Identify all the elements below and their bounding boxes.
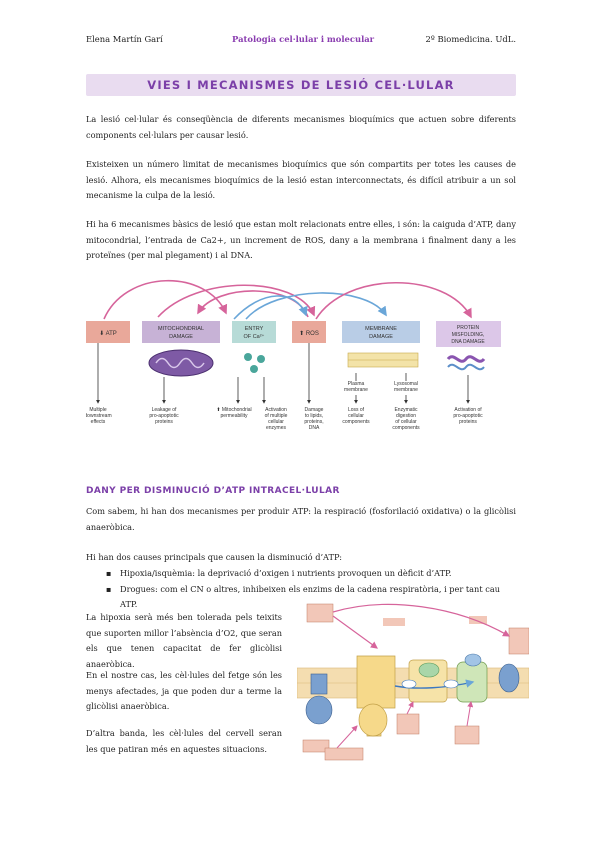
complex-1 <box>356 655 396 737</box>
svg-text:proteins,: proteins, <box>304 419 323 425</box>
paragraph-mechanisms: Existeixen un número limitat de mecanism… <box>86 159 516 201</box>
svg-text:membrane: membrane <box>394 387 418 393</box>
svg-text:components: components <box>342 419 370 425</box>
section-heading: DANY PER DISMINUCIÓ D’ATP INTRACEL·LULAR <box>86 486 340 496</box>
svg-text:MEMBRANE: MEMBRANE <box>365 326 397 332</box>
author-name: Elena Martín Garí <box>86 34 163 44</box>
svg-text:⬆ ROS: ⬆ ROS <box>299 330 319 337</box>
label-box <box>396 713 420 735</box>
label-box <box>306 603 334 623</box>
outcome-label: Multiple <box>89 407 106 413</box>
paragraph-brain: D’altra banda, les cèl·lules del cervell… <box>86 728 282 754</box>
outcome-label: Activation of <box>454 407 482 413</box>
label-plasma-membrane: Plasma <box>348 381 365 387</box>
atp-synthase <box>310 673 328 695</box>
svg-text:proteins: proteins <box>459 419 477 425</box>
membrane-illustration <box>347 352 419 368</box>
mechanisms-diagram: ⬇ ATP MITOCHONDRIAL DAMAGE ENTRY OF Ca²⁺… <box>86 279 501 431</box>
paragraph-six-mechanisms: Hi ha 6 mecanismes bàsics de lesió que e… <box>86 219 516 261</box>
svg-text:to lipids,: to lipids, <box>305 413 323 419</box>
svg-text:digestion: digestion <box>396 413 416 419</box>
svg-text:of cellular: of cellular <box>395 419 417 425</box>
box-protein-misfolding <box>436 321 501 347</box>
svg-text:DNA: DNA <box>309 425 320 431</box>
page-header: Elena Martín Garí Patologia cel·lular i … <box>86 34 516 48</box>
label-box <box>469 616 487 624</box>
svg-text:components: components <box>392 425 420 431</box>
paragraph-liver: En el nostre cas, les cèl·lules del fetg… <box>86 670 282 712</box>
label-box <box>508 627 529 655</box>
svg-text:effects: effects <box>91 419 106 425</box>
paragraph-atp-production: Com sabem, hi han dos mecanismes per pro… <box>86 506 516 532</box>
box-ros <box>292 321 326 343</box>
calcium-icon <box>250 365 258 373</box>
course-name: 2º Biomedicina. UdL. <box>425 34 516 44</box>
svg-text:OF Ca²⁺: OF Ca²⁺ <box>244 333 265 340</box>
label-box <box>324 747 364 761</box>
svg-text:DAMAGE: DAMAGE <box>169 334 193 340</box>
calcium-icon <box>244 353 252 361</box>
box-atp <box>86 321 130 343</box>
outcome-label: Damage <box>305 407 324 413</box>
outcome-label: Enzymatic <box>394 407 418 413</box>
svg-text:proteins: proteins <box>155 419 173 425</box>
label-box <box>454 725 480 745</box>
svg-text:enzymes: enzymes <box>266 425 287 431</box>
arc-arrow <box>103 279 228 320</box>
svg-text:pro-apoptotic: pro-apoptotic <box>453 413 483 419</box>
svg-text:ENTRY: ENTRY <box>245 326 264 332</box>
svg-text:MISFOLDING,: MISFOLDING, <box>452 332 485 338</box>
outcome-label: ⬆ Mitochondrial <box>216 407 251 413</box>
box-membrane-damage <box>342 321 420 343</box>
svg-text:cellular: cellular <box>268 419 284 425</box>
protein-illustration <box>446 355 486 363</box>
causes-list: Hipoxia/isquèmia: la deprivació d’oxigen… <box>106 566 516 613</box>
box-mitochondrial-damage <box>142 321 220 343</box>
list-item: Hipoxia/isquèmia: la deprivació d’oxigen… <box>106 566 516 582</box>
subject-title: Patologia cel·lular i molecular <box>232 34 375 44</box>
label-lysosomal-membrane: Lysosomal <box>394 381 418 387</box>
svg-text:PROTEIN: PROTEIN <box>457 325 480 331</box>
svg-text:permeability: permeability <box>221 413 248 419</box>
outcome-label: Loss of <box>348 407 365 413</box>
outcome-label: Activation <box>265 407 287 413</box>
paragraph-atp-causes: Hi han dos causes principals que causen … <box>86 552 342 562</box>
arc-arrow <box>157 284 316 318</box>
svg-text:DAMAGE: DAMAGE <box>369 334 393 340</box>
paragraph-intro: La lesió cel·lular és conseqüència de di… <box>86 114 516 140</box>
svg-text:⬇ ATP: ⬇ ATP <box>99 330 117 337</box>
respiratory-chain-diagram <box>297 598 529 766</box>
arc-arrow <box>233 295 308 320</box>
svg-text:DNA DAMAGE: DNA DAMAGE <box>451 339 485 345</box>
title-band: VIES I MECANISMES DE LESIÓ CEL·LULAR <box>86 74 516 96</box>
svg-text:MITOCHONDRIAL: MITOCHONDRIAL <box>158 326 204 332</box>
label-box <box>383 618 405 626</box>
list-item: Drogues: com el CN o altres, inhibeixen … <box>106 582 516 613</box>
svg-text:membrane: membrane <box>344 387 368 393</box>
outcome-label: Leakage of <box>152 407 177 413</box>
arc-arrow <box>245 292 387 320</box>
page-title: VIES I MECANISMES DE LESIÓ CEL·LULAR <box>147 78 455 92</box>
svg-text:pro-apoptotic: pro-apoptotic <box>149 413 179 419</box>
cytochrome-c <box>498 663 520 693</box>
mitochondrion-illustration <box>148 349 214 377</box>
box-entry-ca <box>232 321 276 343</box>
arc-arrow <box>315 282 472 320</box>
paragraph-hypoxia: La hipoxia serà més ben tolerada pels te… <box>86 612 282 669</box>
svg-text:downstream: downstream <box>86 413 112 419</box>
calcium-icon <box>257 355 265 363</box>
svg-text:cellular: cellular <box>348 413 364 419</box>
svg-text:of multiple: of multiple <box>265 413 288 419</box>
